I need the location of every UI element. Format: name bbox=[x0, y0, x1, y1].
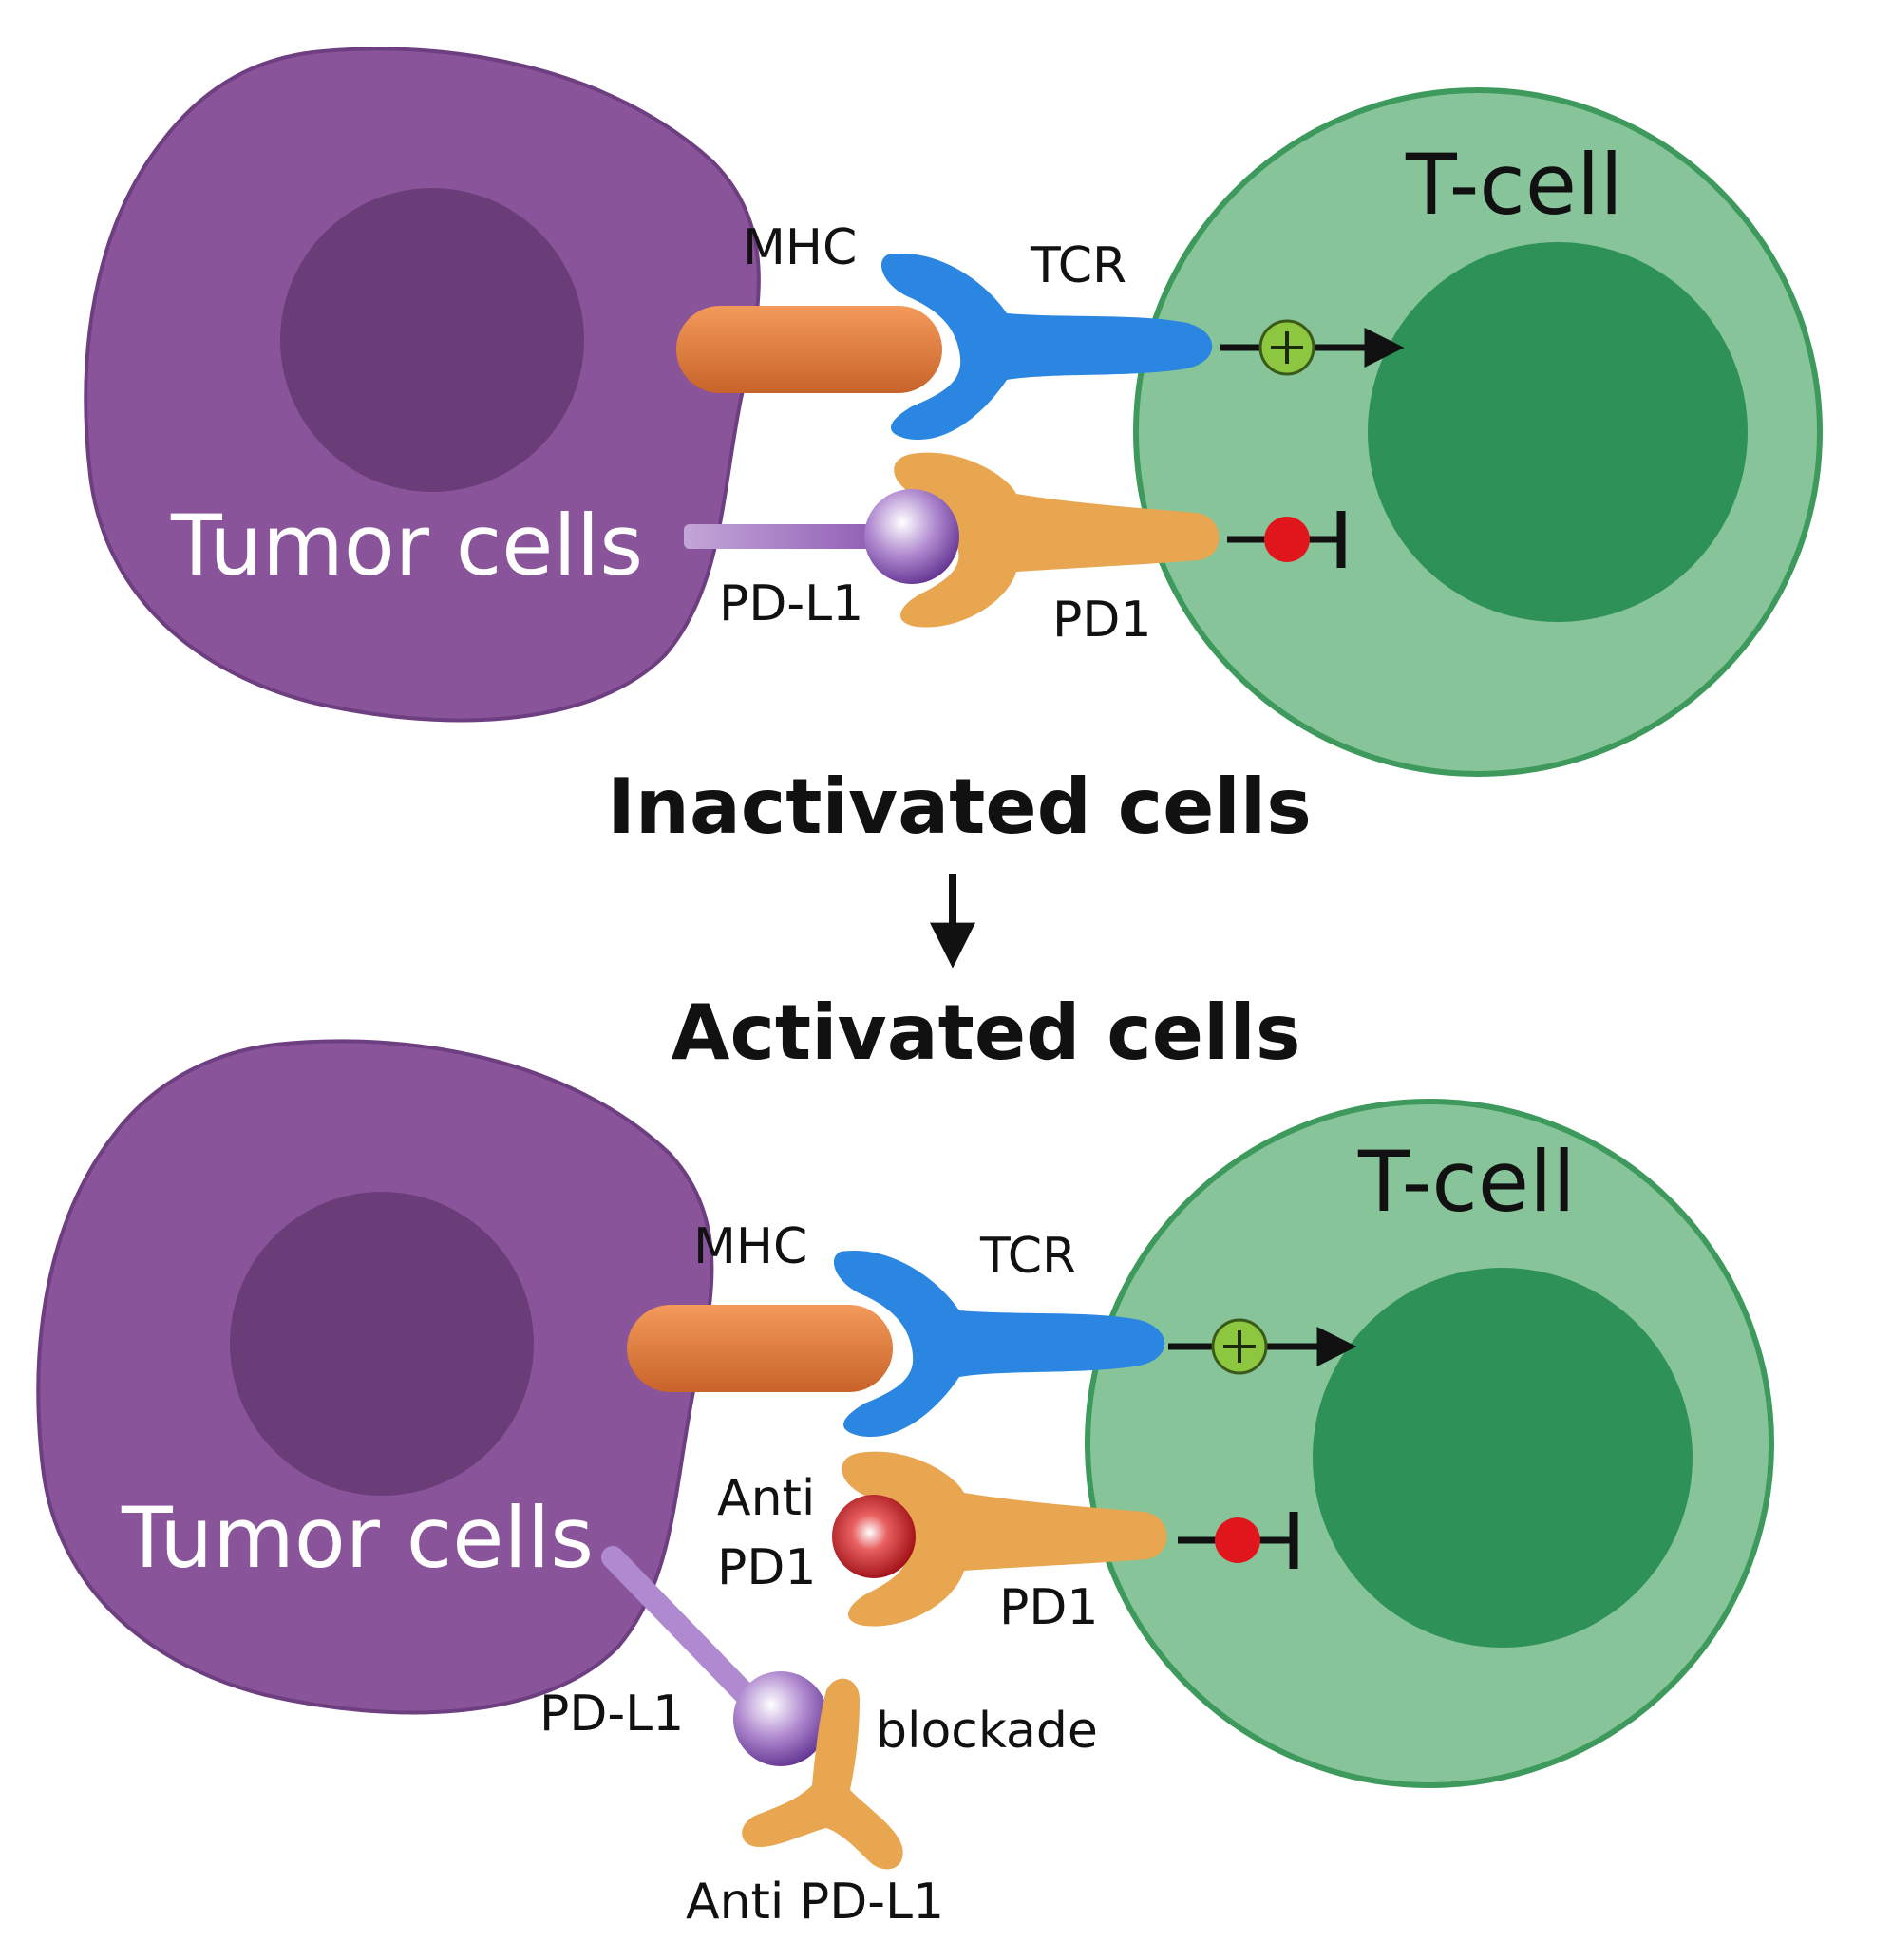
anti-pdl1-antibody bbox=[742, 1678, 903, 1870]
bottom-panel: T-cell Tumor cells MHC TCR Anti PD1 PD1 … bbox=[36, 1039, 1774, 1931]
tumor-cell-nucleus bbox=[280, 188, 584, 492]
bottom-pdl1-label: PD-L1 bbox=[539, 1686, 684, 1743]
bottom-anti-pdl1-label: Anti PD-L1 bbox=[686, 1874, 944, 1931]
transition: Inactivated cells Activated cells bbox=[607, 763, 1312, 1077]
top-tumor-label: Tumor cells bbox=[170, 497, 643, 594]
tumor-cell-nucleus-bottom bbox=[230, 1192, 534, 1496]
pd1-receptor-bottom bbox=[842, 1451, 1167, 1627]
pd1-receptor bbox=[894, 452, 1220, 628]
tcr-receptor-bottom bbox=[833, 1250, 1165, 1438]
pdl1-stalk bbox=[684, 524, 902, 549]
bottom-tcr-label: TCR bbox=[979, 1228, 1076, 1285]
bottom-pd1-label: PD1 bbox=[999, 1579, 1098, 1636]
top-mhc-label: MHC bbox=[743, 219, 857, 276]
tcr-receptor bbox=[880, 253, 1213, 441]
inactivated-heading: Inactivated cells bbox=[607, 763, 1312, 851]
top-tcell-label: T-cell bbox=[1405, 136, 1623, 234]
bottom-tumor-label: Tumor cells bbox=[121, 1489, 594, 1587]
pdl1-stalk-bottom bbox=[601, 1546, 771, 1721]
top-pdl1-label: PD-L1 bbox=[719, 575, 863, 632]
bottom-anti-pd1-label-line2: PD1 bbox=[717, 1539, 816, 1596]
inhibition-dot-icon bbox=[1264, 517, 1310, 562]
bottom-blockade-label: blockade bbox=[876, 1703, 1098, 1760]
anti-pd1-antibody bbox=[832, 1495, 916, 1578]
mhc-receptor-bottom bbox=[627, 1305, 893, 1392]
top-panel: T-cell Tumor cells MHC TCR PD-L1 PD1 bbox=[84, 47, 1823, 777]
inhibition-dot-icon-bottom bbox=[1215, 1517, 1260, 1563]
tcell-nucleus bbox=[1368, 242, 1748, 622]
mhc-receptor bbox=[676, 306, 942, 393]
bottom-tcell-label: T-cell bbox=[1357, 1133, 1576, 1231]
activated-heading: Activated cells bbox=[672, 989, 1301, 1077]
top-tcr-label: TCR bbox=[1030, 237, 1126, 294]
pdl1-ligand-bottom bbox=[733, 1671, 828, 1766]
pdl1-ligand bbox=[864, 489, 959, 584]
top-pd1-label: PD1 bbox=[1052, 592, 1151, 649]
bottom-anti-pd1-label-line1: Anti bbox=[717, 1470, 815, 1527]
tcell-nucleus-bottom bbox=[1313, 1268, 1693, 1648]
bottom-mhc-label: MHC bbox=[693, 1218, 807, 1275]
